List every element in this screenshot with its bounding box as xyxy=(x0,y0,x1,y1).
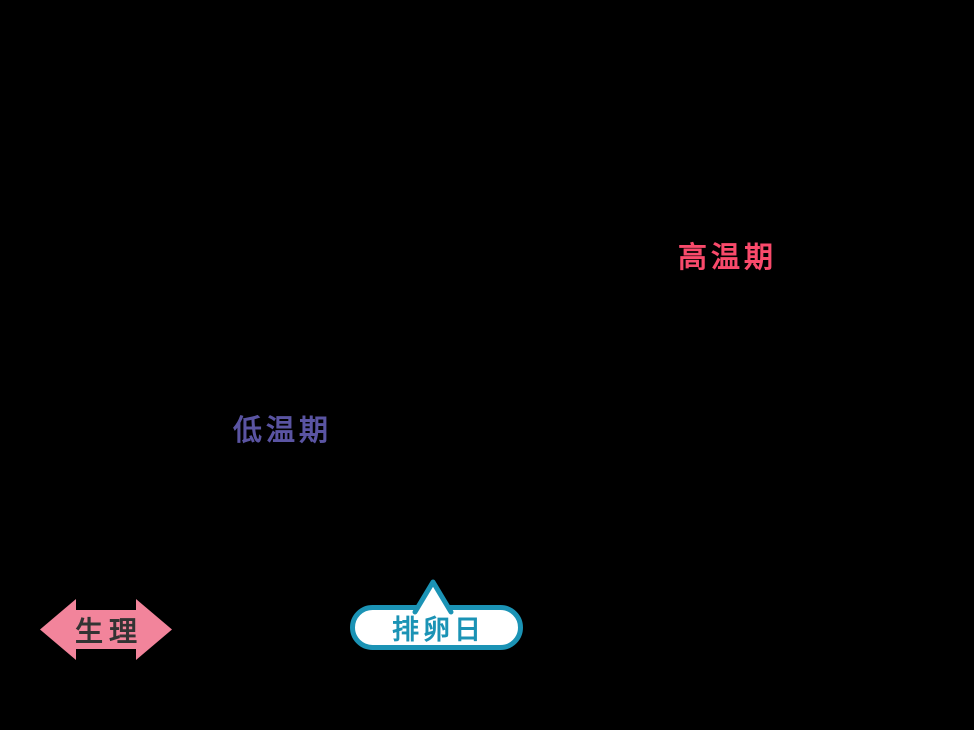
ovulation-day-marker: 排卵日 xyxy=(344,578,526,654)
menstruation-label: 生理 xyxy=(74,615,143,647)
double-arrow-shape xyxy=(40,599,172,660)
ovulation-label: 排卵日 xyxy=(392,615,485,645)
menstruation-period-marker: 生理 xyxy=(40,599,172,660)
low-temp-phase-label: 低温期 xyxy=(233,415,333,447)
high-temp-phase-label: 高温期 xyxy=(678,242,778,274)
speech-bubble-icon xyxy=(350,579,523,650)
speech-bubble-tail xyxy=(412,579,454,615)
double-arrow-icon xyxy=(40,599,172,660)
